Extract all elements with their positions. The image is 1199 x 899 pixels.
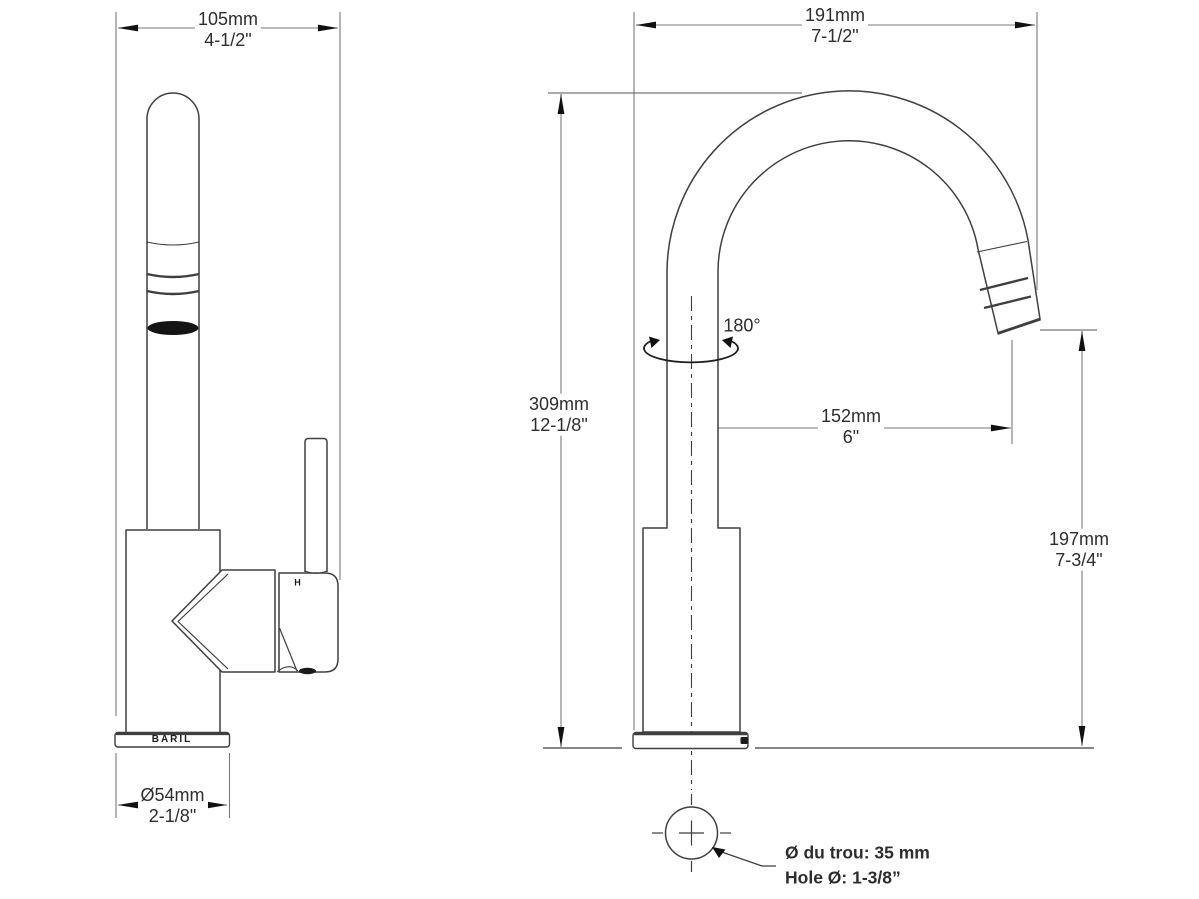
handle-base	[278, 572, 339, 673]
valve-joint-inner-line	[177, 573, 229, 670]
dim-base-diameter: Ø54mm 2-1/8"	[137, 784, 208, 828]
leader-line	[714, 848, 776, 867]
spout-ring-thin	[146, 241, 200, 246]
valve-joint	[171, 569, 276, 673]
dim-inch: 7-3/4"	[1055, 550, 1103, 570]
handle-base-line	[278, 627, 298, 672]
spout-tip-joint	[976, 240, 1028, 253]
handle-marker: H	[294, 577, 301, 588]
dim-inch: 6"	[842, 427, 860, 447]
dim-spout-reach: 152mm 6"	[817, 405, 885, 449]
brand-logo: BARIL	[151, 734, 193, 745]
dim-inch: 2-1/8"	[148, 806, 197, 826]
base-plate-detail	[740, 737, 748, 744]
spout-ring	[146, 289, 200, 296]
dimension-arrowheads	[118, 21, 1086, 809]
swivel-arrowhead	[722, 336, 733, 348]
dim-mm: 105mm	[197, 8, 259, 29]
dim-mm: 191mm	[804, 4, 866, 25]
spout-tube	[146, 92, 200, 529]
dim-left-overall-width: 105mm 4-1/2"	[194, 8, 262, 52]
dim-right-overall-width: 191mm 7-1/2"	[801, 4, 869, 48]
swivel-angle-label: 180°	[723, 315, 761, 336]
dim-spout-clearance: 197mm 7-3/4"	[1045, 528, 1113, 572]
dim-inch: 7-1/2"	[811, 26, 859, 46]
handle-lever	[304, 437, 328, 572]
leader-arrowhead	[712, 847, 726, 858]
faucet-front-view	[632, 90, 1041, 790]
dim-mm: 197mm	[1048, 528, 1110, 549]
faucet-outline	[642, 90, 1041, 733]
handle-lever-seat	[304, 570, 328, 574]
dim-mm: 152mm	[820, 405, 882, 426]
handle-base-curve	[276, 666, 299, 673]
hole-note-fr: Ø du trou: 35 mm	[785, 842, 930, 863]
spout-tip-ring	[979, 276, 1029, 292]
hole-circle	[664, 806, 719, 860]
handle-set-screw	[299, 667, 316, 675]
dim-mm: 309mm	[528, 393, 590, 414]
dim-inch: 12-1/8"	[530, 415, 588, 435]
spout-outlet	[147, 321, 199, 335]
swivel-arc	[643, 340, 739, 364]
spout-tip-face	[997, 317, 1041, 335]
mounting-hole-detail	[652, 794, 776, 872]
spout-tip-ring	[983, 295, 1032, 310]
faucet-side-view	[114, 92, 339, 748]
dim-overall-height: 309mm 12-1/8"	[525, 393, 593, 437]
hole-note-en: Hole Ø: 1-3/8”	[785, 867, 901, 888]
dim-mm: Ø54mm	[140, 784, 205, 805]
swivel-arrowhead	[649, 336, 660, 348]
spout-ring	[146, 272, 200, 279]
dim-inch: 4-1/2"	[204, 30, 252, 50]
